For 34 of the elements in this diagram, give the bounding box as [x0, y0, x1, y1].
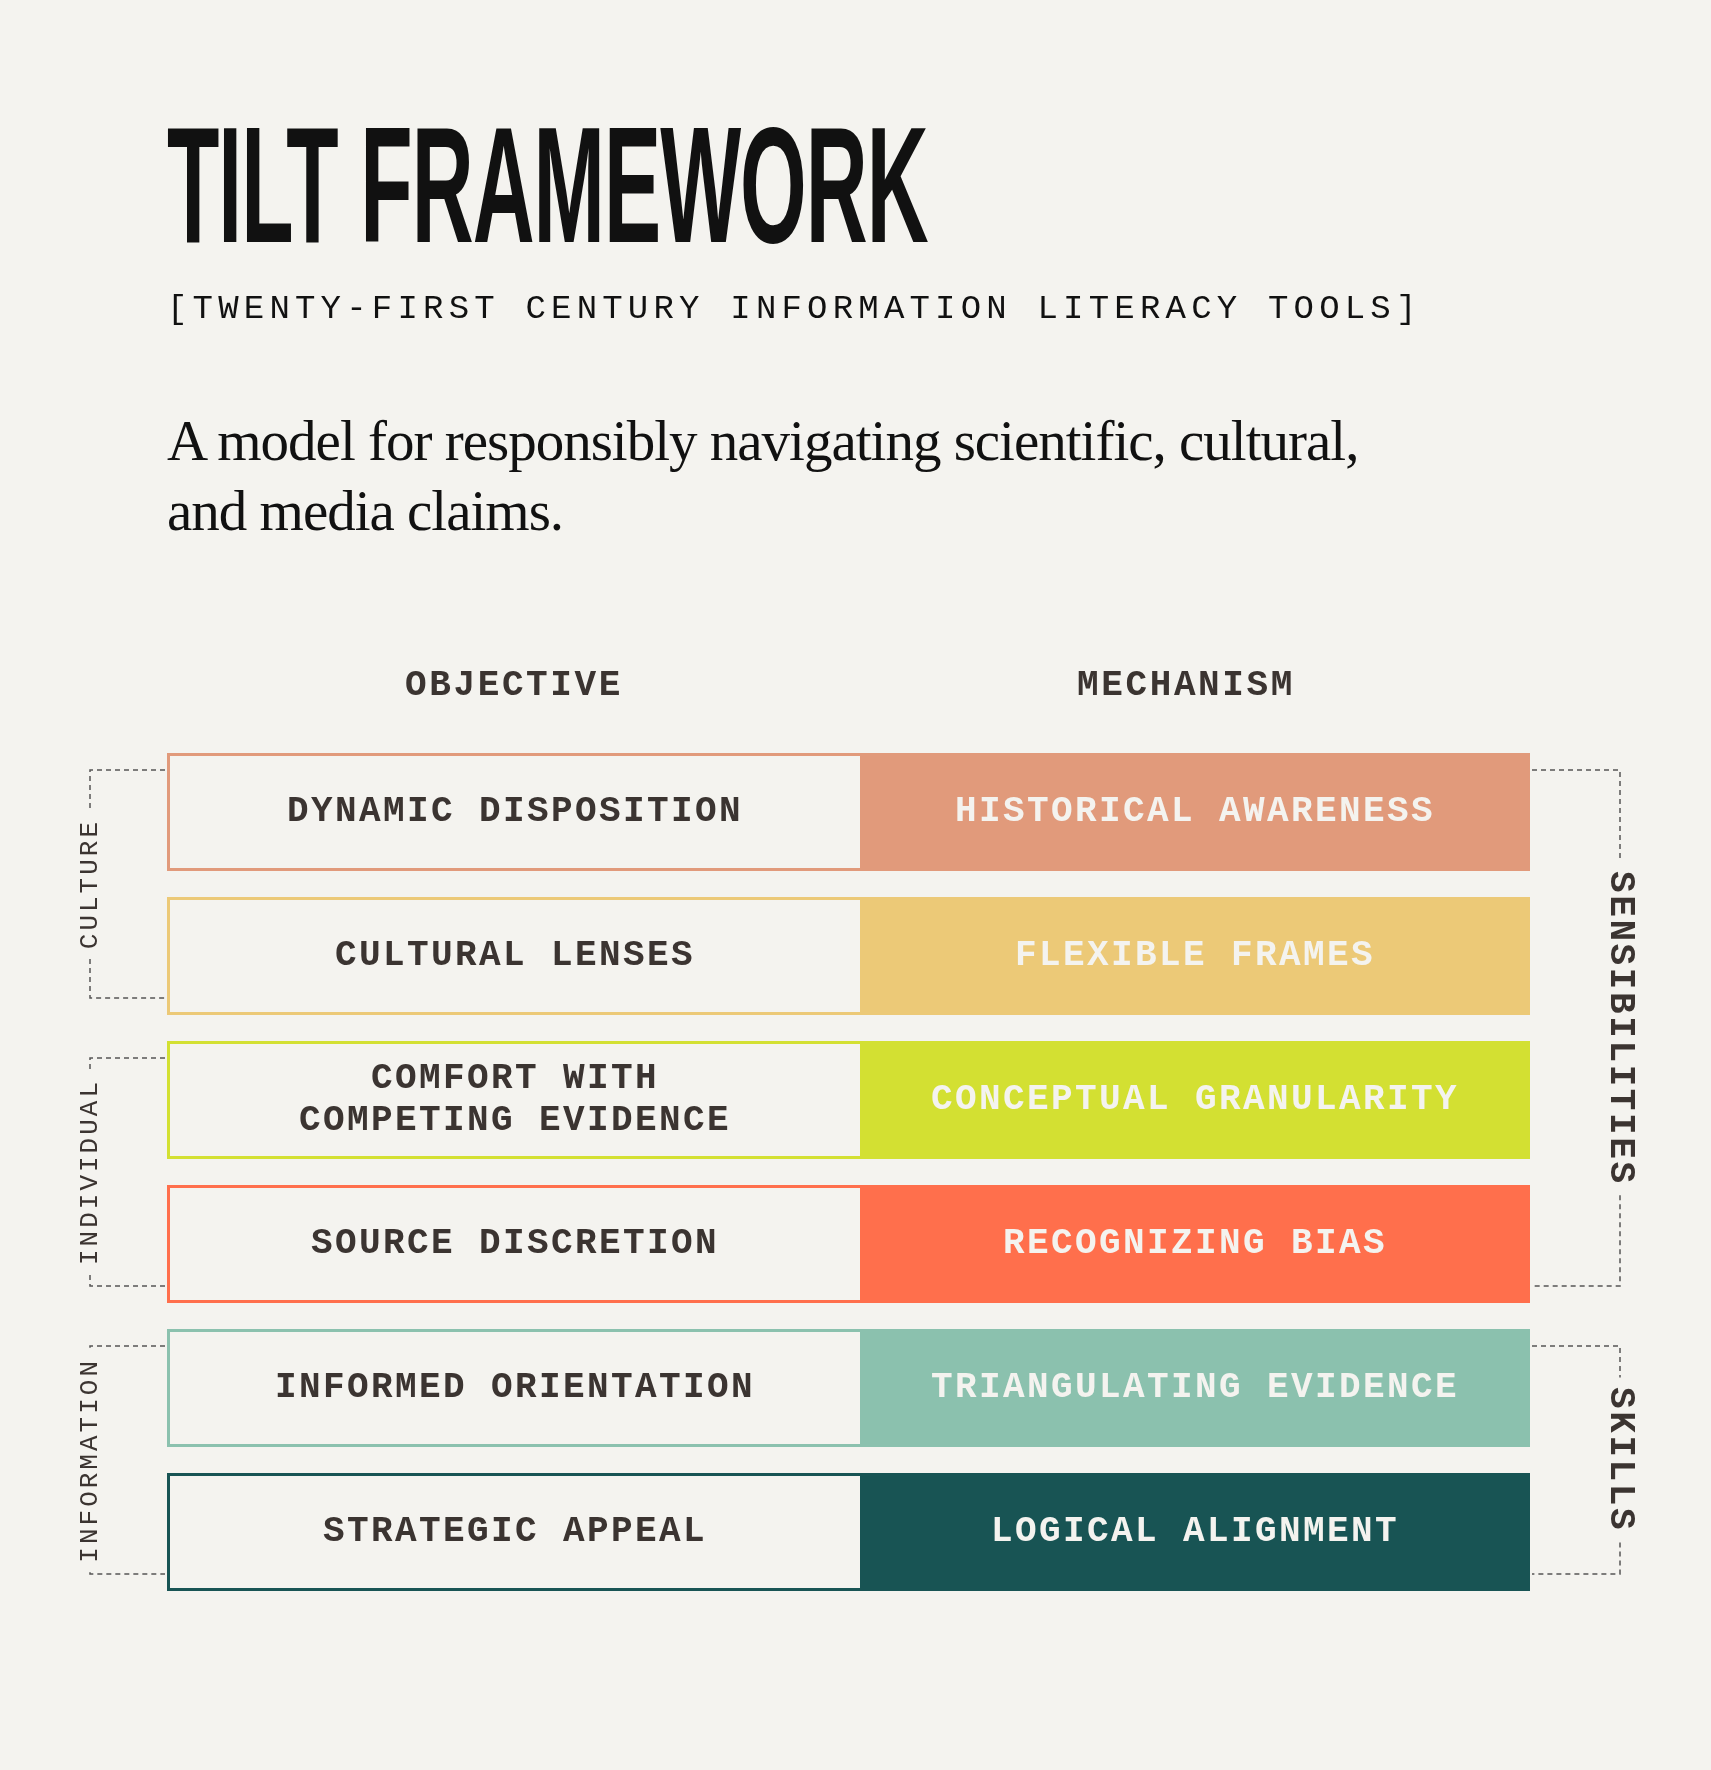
subtitle-text: [TWENTY-FIRST CENTURY INFORMATION LITERACY TOOLS]: [167, 290, 1422, 328]
objective-label: STRATEGIC APPEAL: [322, 1511, 708, 1553]
mechanism-label: TRIANGULATING EVIDENCE: [930, 1367, 1460, 1409]
mechanism-box: [860, 1473, 1530, 1591]
objective-box: [167, 897, 860, 1015]
group-label: SENSIBILITIES: [1602, 870, 1638, 1186]
mechanism-label: HISTORICAL AWARENESS: [954, 791, 1436, 833]
mechanism-label: LOGICAL ALIGNMENT: [990, 1511, 1400, 1553]
objective-label: COMFORT WITH COMPETING EVIDENCE: [297, 1058, 733, 1142]
objective-label: CULTURAL LENSES: [334, 935, 696, 977]
group-label: INFORMATION: [77, 1357, 103, 1563]
mechanism-label: RECOGNIZING BIAS: [1002, 1223, 1388, 1265]
mechanism-box: [860, 1329, 1530, 1447]
intro-paragraph: A model for responsibly navigating scientific, cultural, and media claims.: [167, 408, 1360, 544]
group-label: INDIVIDUAL: [77, 1079, 103, 1265]
objective-box: [167, 1041, 860, 1159]
mechanism-box: [860, 1041, 1530, 1159]
mechanism-label: FLEXIBLE FRAMES: [1014, 935, 1376, 977]
objective-label: DYNAMIC DISPOSITION: [286, 791, 744, 833]
group-label: SKILLS: [1602, 1387, 1638, 1533]
objective-box: [167, 1473, 860, 1591]
objective-box: [167, 1329, 860, 1447]
column-heading: MECHANISM: [1077, 665, 1295, 707]
mechanism-label: CONCEPTUAL GRANULARITY: [930, 1079, 1460, 1121]
mechanism-box: [860, 1185, 1530, 1303]
mechanism-box: [860, 897, 1530, 1015]
objective-label: INFORMED ORIENTATION: [274, 1367, 756, 1409]
title-heading: TILT FRAMEWORK: [167, 103, 928, 268]
column-heading: OBJECTIVE: [405, 665, 623, 707]
mechanism-box: [860, 753, 1530, 871]
objective-label: SOURCE DISCRETION: [310, 1223, 720, 1265]
objective-box: [167, 1185, 860, 1303]
group-label: CULTURE: [77, 818, 103, 950]
objective-box: [167, 753, 860, 871]
